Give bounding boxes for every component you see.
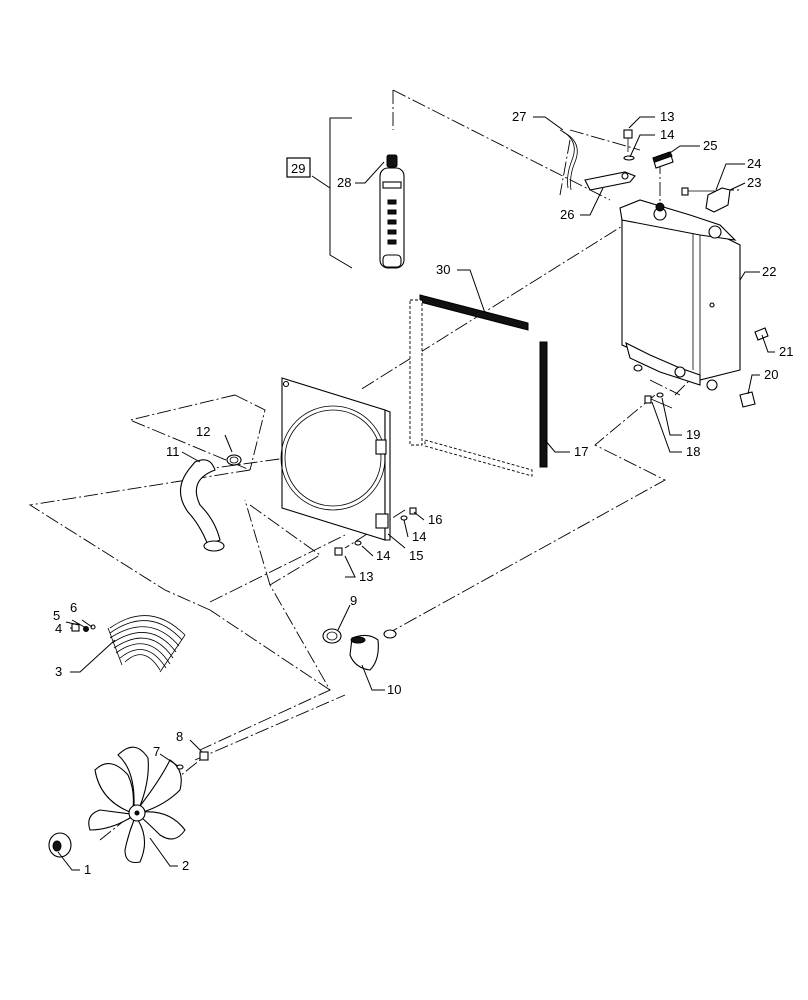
callout-11: 11: [166, 444, 180, 459]
washer-14-lower: [354, 540, 362, 546]
callout-labels: 1 2 3 4 5 6 7 8 9 10 11 12 13 14 15 14 1…: [53, 109, 793, 877]
drain-plug-20: [739, 391, 756, 408]
callout-8: 8: [176, 729, 183, 744]
hub-spacer-1: [48, 832, 72, 858]
fan-2: [88, 746, 186, 864]
callout-26: 26: [560, 207, 574, 222]
callout-28: 28: [337, 175, 351, 190]
callout-17: 17: [574, 444, 588, 459]
bolt-18: [644, 395, 673, 409]
callout-12: 12: [196, 424, 210, 439]
callout-15: 15: [409, 548, 423, 563]
callout-16: 16: [428, 512, 442, 527]
callout-24: 24: [747, 156, 761, 171]
hose-clamp-9: [322, 628, 342, 644]
callout-7: 7: [153, 744, 160, 759]
radiator-cap-25: [652, 151, 674, 169]
bolt-24: [681, 187, 715, 196]
callout-22: 22: [762, 264, 776, 279]
washer-7: [176, 764, 184, 770]
callout-4: 4: [55, 621, 62, 636]
foam-seal-left: [409, 299, 423, 446]
kit-bracket-29: [311, 117, 353, 269]
fitting-21: [754, 327, 769, 341]
lower-spacer: [633, 364, 643, 372]
bracket-26: [584, 171, 636, 191]
callout-5: 5: [53, 608, 60, 623]
callout-13-upper: 13: [660, 109, 674, 124]
callout-2: 2: [182, 858, 189, 873]
callout-29-box: [286, 157, 311, 178]
callout-29: 29: [291, 161, 305, 176]
bolt-16: [409, 507, 417, 515]
seal-strip-17: [539, 341, 548, 468]
upper-hose-11: [179, 459, 225, 552]
fan-shroud: [280, 377, 391, 541]
mount-bracket-23: [705, 187, 731, 213]
callout-19: 19: [686, 427, 700, 442]
callout-14-lower: 14: [376, 548, 390, 563]
callout-18: 18: [686, 444, 700, 459]
callout-13-lower: 13: [359, 569, 373, 584]
washer-14-shroud: [400, 515, 408, 521]
hose-clamp-12: [226, 454, 242, 466]
callout-14-upper: 14: [660, 127, 674, 142]
callout-23: 23: [747, 175, 761, 190]
callout-10: 10: [387, 682, 401, 697]
foam-seal-bottom: [424, 439, 533, 477]
callout-9: 9: [350, 593, 357, 608]
callout-1: 1: [84, 862, 91, 877]
coolant-reservoir: [379, 154, 405, 269]
leader-lines: [57, 116, 775, 871]
callout-27: 27: [512, 109, 526, 124]
washer-14: [623, 155, 635, 161]
radiator: [619, 199, 741, 391]
cap-bolt-13: [623, 129, 633, 152]
callout-6: 6: [70, 600, 77, 615]
washer-6: [90, 624, 96, 630]
bolt-8: [199, 751, 209, 761]
hose-clamp-10b: [383, 629, 397, 639]
callout-25: 25: [703, 138, 717, 153]
callout-21: 21: [779, 344, 793, 359]
callout-14-mid: 14: [412, 529, 426, 544]
hose-and-clamp-27: [559, 129, 578, 191]
bolt-13-lower: [334, 547, 343, 556]
washer-19: [656, 392, 664, 398]
callout-3: 3: [55, 664, 62, 679]
callout-20: 20: [764, 367, 778, 382]
elbow-hose-10: [349, 634, 379, 671]
callout-30: 30: [436, 262, 450, 277]
seal-strip-30: [419, 294, 529, 331]
fan-guard-3: [107, 615, 186, 673]
